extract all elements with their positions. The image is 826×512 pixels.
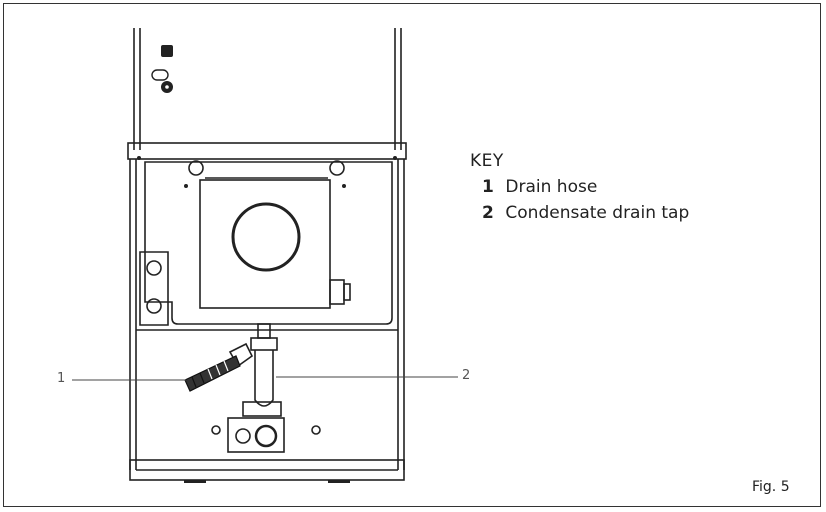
key-item-number: 2	[482, 203, 494, 223]
callout-1: 1	[57, 371, 66, 386]
key-item-number: 1	[482, 177, 494, 197]
figure-label: Fig. 5	[752, 479, 790, 495]
key-item-2: 2 Condensate drain tap	[470, 200, 689, 226]
key-item-1: 1 Drain hose	[470, 174, 689, 200]
key-title: KEY	[470, 151, 504, 171]
key-legend: KEY 1 Drain hose 2 Condensate drain tap	[470, 148, 689, 226]
figure-frame	[3, 3, 821, 507]
key-item-label: Drain hose	[505, 177, 598, 197]
callout-2: 2	[462, 368, 471, 383]
key-item-label: Condensate drain tap	[505, 203, 690, 223]
